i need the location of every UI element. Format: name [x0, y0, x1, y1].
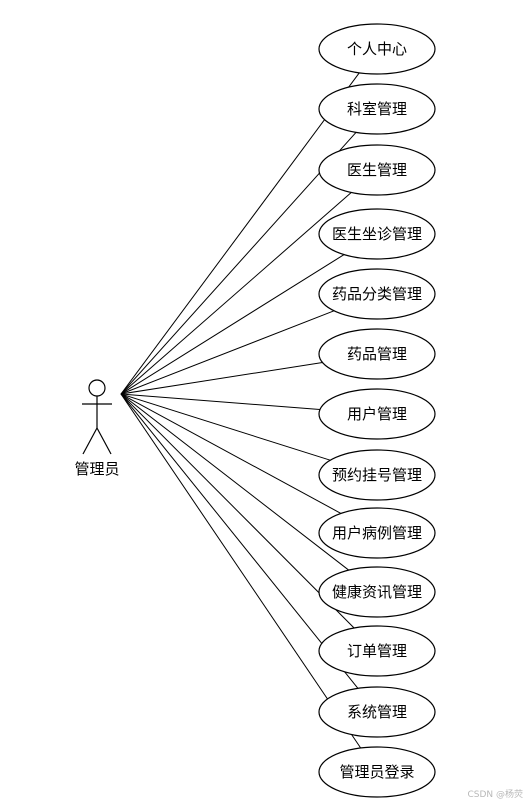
association-line: [120, 362, 323, 395]
use-case-ellipse: [318, 208, 436, 260]
association-line: [120, 72, 360, 395]
use-case: 药品管理: [318, 328, 436, 380]
use-case: 管理员登录: [318, 746, 436, 798]
use-case-label: 订单管理: [347, 642, 407, 660]
association-line: [120, 393, 342, 514]
use-case-ellipse: [318, 746, 436, 798]
association-line: [120, 393, 331, 461]
watermark: CSDN @杨荧: [467, 790, 523, 800]
actor-right-leg: [96, 427, 112, 455]
use-case-label: 药品管理: [347, 345, 407, 363]
use-case: 用户病例管理: [318, 507, 436, 559]
use-case: 用户管理: [318, 388, 436, 440]
association-line: [120, 393, 350, 571]
use-case-ellipse: [318, 625, 436, 677]
use-case: 系统管理: [318, 686, 436, 738]
use-case-label: 医生管理: [347, 161, 407, 179]
association-line: [120, 393, 355, 629]
association-line: [120, 131, 357, 395]
use-case: 订单管理: [318, 625, 436, 677]
use-case-label: 个人中心: [347, 40, 407, 58]
use-case: 医生坐诊管理: [318, 208, 436, 260]
use-case-ellipse: [318, 328, 436, 380]
use-case-ellipse: [318, 83, 436, 135]
actor-label: 管理员: [74, 460, 119, 478]
use-case-label: 预约挂号管理: [332, 466, 422, 484]
use-case: 药品分类管理: [318, 268, 436, 320]
use-case: 科室管理: [318, 83, 436, 135]
use-cases: 个人中心科室管理医生管理医生坐诊管理药品分类管理药品管理用户管理预约挂号管理用户…: [318, 23, 436, 798]
use-case: 医生管理: [318, 144, 436, 196]
association-line: [120, 192, 352, 395]
use-case-label: 科室管理: [347, 100, 407, 118]
association-lines: [120, 72, 362, 749]
actor-left-leg: [82, 427, 98, 455]
use-case-label: 管理员登录: [339, 763, 414, 781]
actor-admin: 管理员: [74, 379, 120, 478]
use-case-ellipse: [318, 566, 436, 618]
use-case: 健康资讯管理: [318, 566, 436, 618]
association-line: [120, 393, 359, 689]
use-case-ellipse: [318, 449, 436, 501]
association-line: [120, 310, 335, 395]
use-case-label: 健康资讯管理: [332, 583, 422, 601]
use-case-ellipse: [318, 388, 436, 440]
use-case-label: 医生坐诊管理: [332, 225, 422, 243]
association-line: [120, 393, 362, 749]
use-case-ellipse: [318, 144, 436, 196]
association-line: [120, 254, 345, 395]
use-case: 预约挂号管理: [318, 449, 436, 501]
use-case-ellipse: [318, 268, 436, 320]
use-case-label: 药品分类管理: [332, 285, 422, 303]
use-case-ellipse: [318, 507, 436, 559]
use-case-label: 系统管理: [347, 703, 407, 721]
use-case-label: 用户病例管理: [332, 524, 422, 542]
actor-head: [88, 379, 106, 397]
use-case: 个人中心: [318, 23, 436, 75]
use-case-label: 用户管理: [347, 405, 407, 423]
use-case-ellipse: [318, 23, 436, 75]
association-line: [120, 393, 320, 410]
use-case-ellipse: [318, 686, 436, 738]
